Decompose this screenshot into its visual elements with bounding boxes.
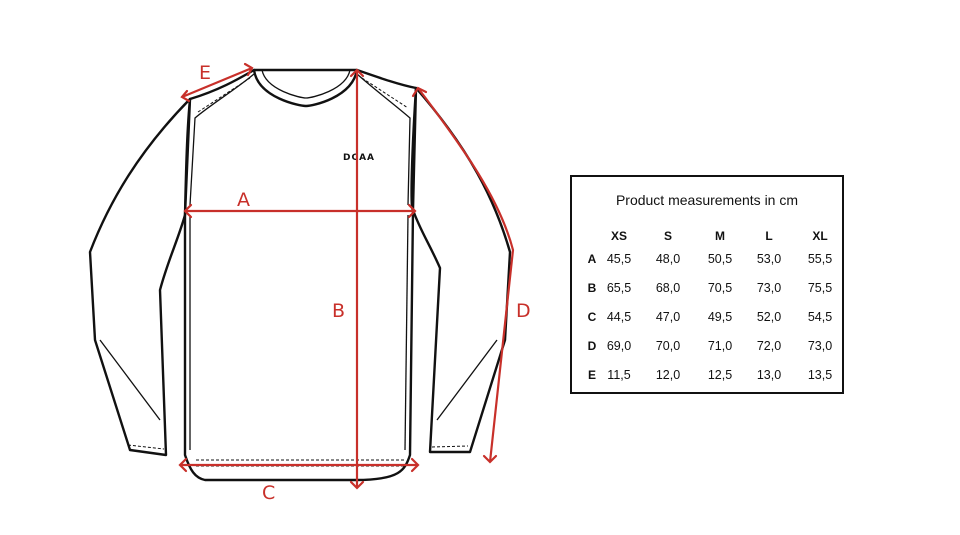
size-table-cell: 13,5: [807, 368, 833, 382]
dimension-a-label: A: [237, 189, 250, 211]
size-table-cell: 11,5: [607, 368, 631, 382]
size-table-cell: 68,0: [655, 281, 681, 295]
dimension-d-label: D: [516, 300, 531, 322]
size-table-cell: 70,0: [655, 339, 681, 353]
size-table-cell: 47,0: [655, 310, 681, 324]
size-table-cell: 72,0: [756, 339, 782, 353]
size-table-cell: 12,0: [655, 368, 681, 382]
size-table-cell: 69,0: [606, 339, 632, 353]
size-table-cell: 73,0: [756, 281, 782, 295]
size-table-cell: 12,5: [707, 368, 733, 382]
size-table-cell: 54,5: [807, 310, 833, 324]
size-table-cell: 45,5: [606, 252, 632, 266]
size-table-cell: 49,5: [707, 310, 733, 324]
size-table-cell: 71,0: [707, 339, 733, 353]
size-row-label: E: [587, 368, 596, 382]
size-column-header: L: [765, 229, 773, 243]
size-row-label: A: [587, 252, 597, 266]
size-column-header: XL: [812, 229, 828, 243]
size-row-label: D: [587, 339, 597, 353]
size-column-header: M: [715, 229, 725, 243]
dimension-d-line: [411, 86, 515, 464]
size-table: Product measurements in cm XS S M L XL A 45,5 4…: [570, 175, 844, 394]
size-table-title: Product measurements in cm: [615, 192, 799, 208]
dimension-e-line: [180, 62, 254, 103]
size-row-label: C: [587, 310, 597, 324]
size-table-cell: 13,0: [756, 368, 782, 382]
dimension-c-label: C: [262, 482, 275, 504]
size-table-cell: 75,5: [807, 281, 833, 295]
size-table-cell: 44,5: [606, 310, 632, 324]
size-table-cell: 55,5: [807, 252, 833, 266]
size-row-label: B: [587, 281, 597, 295]
size-table-cell: 65,5: [606, 281, 632, 295]
chest-logo: DCAA: [343, 153, 375, 163]
size-table-cell: 53,0: [756, 252, 782, 266]
size-table-cell: 50,5: [707, 252, 733, 266]
size-column-header: XS: [610, 229, 627, 243]
size-table-cell: 48,0: [655, 252, 681, 266]
dimension-c-line: [178, 457, 420, 473]
size-table-cell: 52,0: [756, 310, 782, 324]
dimension-b-label: B: [332, 300, 345, 322]
sweater-outline: [88, 68, 512, 482]
size-column-header: S: [663, 229, 672, 243]
dimension-a-line: [183, 203, 417, 219]
dimension-b-line: [349, 68, 365, 490]
dimension-e-label: E: [199, 62, 211, 84]
size-table-cell: 70,5: [707, 281, 733, 295]
size-table-cell: 73,0: [807, 339, 833, 353]
